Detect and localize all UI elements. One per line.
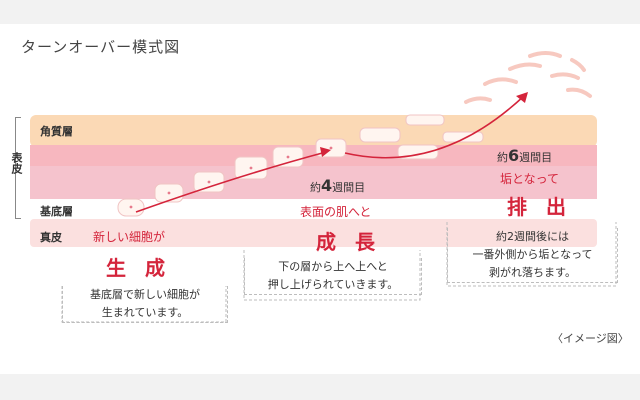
growth-title: 成 長 bbox=[316, 230, 381, 254]
generation-title: 生 成 bbox=[106, 256, 171, 280]
spinous-layer bbox=[30, 166, 597, 199]
stratum-corneum-layer bbox=[30, 115, 597, 147]
arrow-head bbox=[516, 92, 528, 103]
basal-layer-label: 基底層 bbox=[40, 205, 73, 218]
dermis-layer bbox=[30, 219, 597, 247]
growth-desc-line: 下の層から上へ上へと bbox=[278, 260, 388, 273]
excretion-desc-line: 剥がれ落ちます。 bbox=[489, 266, 576, 279]
dermis-label: 真皮 bbox=[40, 231, 62, 244]
arrow-head bbox=[320, 147, 331, 157]
cell bbox=[442, 131, 484, 143]
shed-flakes bbox=[464, 51, 592, 104]
excretion-desc-line: 一番外側から垢となって bbox=[472, 248, 593, 261]
generation-subtitle: 新しい細胞が bbox=[93, 230, 166, 244]
growth-arrows bbox=[135, 94, 526, 213]
growth-description: 下の層から上へ上へと 押し上げられていきます。 bbox=[244, 258, 422, 295]
cell bbox=[405, 114, 445, 126]
growth-desc-line: 押し上げられていきます。 bbox=[267, 278, 399, 291]
excretion-title: 排 出 bbox=[507, 195, 572, 219]
excretion-subtitle: 垢となって bbox=[500, 172, 560, 186]
excretion-week: 約6週間目 bbox=[497, 146, 553, 165]
diagram-title: ターンオーバー模式図 bbox=[21, 38, 181, 56]
excretion-description: 約2週間後には 一番外側から垢となって 剥がれ落ちます。 bbox=[447, 228, 618, 283]
epidermis-bracket bbox=[15, 117, 21, 219]
generation-description: 基底層で新しい細胞が 生まれています。 bbox=[62, 286, 228, 323]
epidermis-label: 表皮 bbox=[10, 152, 23, 174]
cell-nuclei bbox=[129, 146, 333, 209]
generation-desc-line: 基底層で新しい細胞が bbox=[90, 288, 200, 301]
cell bbox=[359, 127, 401, 143]
excretion-desc-line: 約2週間後には bbox=[496, 230, 569, 243]
image-footnote: 〈イメージ図〉 bbox=[552, 332, 629, 345]
growth-subtitle: 表面の肌へと bbox=[300, 205, 372, 219]
growth-week: 約4週間目 bbox=[310, 176, 366, 195]
generation-desc-line: 生まれています。 bbox=[101, 306, 189, 319]
stratum-corneum-label: 角質層 bbox=[40, 125, 73, 138]
basal-layer-band bbox=[30, 199, 597, 219]
